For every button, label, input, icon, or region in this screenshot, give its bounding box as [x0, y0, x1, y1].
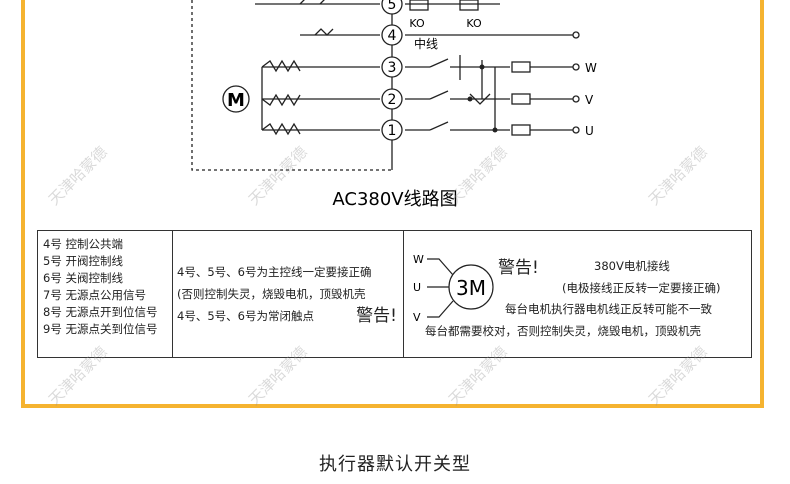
right-note-3: 每台都需要校对，否则控制失灵，烧毁电机，顶毁机壳: [425, 324, 701, 338]
right-warning: 警告!: [498, 258, 539, 278]
page-title: 执行器默认开关型: [319, 454, 471, 475]
legend-line: 9号 无源点关到位信号: [43, 322, 158, 336]
svg-text:W: W: [413, 253, 424, 266]
mid-note-1: 4号、5号、6号为主控线一定要接正确: [177, 265, 372, 279]
terminal-5-label: 5: [388, 0, 397, 13]
neutral-label: 中线: [414, 36, 438, 51]
motor-dashed-box: [191, 0, 392, 171]
phase-w-label: W: [585, 61, 597, 75]
right-note-2: 每台电机执行器电机线正反转可能不一致: [505, 302, 712, 316]
terminal-1-label: 1: [388, 123, 397, 139]
motor-wiring-notes: 3M W U V 警告! 380V电机接线 (电极接线正反转一定要接正确) 每台…: [404, 231, 751, 357]
phase-v-label: V: [585, 93, 594, 107]
terminal-4-label: 4: [388, 28, 397, 44]
legend-line: 7号 无源点公用信号: [43, 288, 146, 302]
legend-table: 4号 控制公共端 5号 开阀控制线 6号 关阀控制线 7号 无源点公用信号 8号…: [37, 230, 752, 358]
orange-frame: [21, 0, 764, 408]
legend-line: 5号 开阀控制线: [43, 254, 123, 268]
diagram-caption: AC380V线路图: [332, 189, 457, 210]
terminal-legend: 4号 控制公共端 5号 开阀控制线 6号 关阀控制线 7号 无源点公用信号 8号…: [38, 231, 173, 357]
right-title: 380V电机接线: [594, 259, 670, 273]
terminal-2-label: 2: [388, 92, 397, 108]
ko-label-1: KO: [409, 17, 425, 30]
mid-warning: 警告!: [356, 306, 397, 326]
svg-text:3M: 3M: [456, 276, 486, 300]
legend-line: 8号 无源点开到位信号: [43, 305, 158, 319]
motor-label: M: [227, 90, 245, 111]
legend-line: 4号 控制公共端: [43, 237, 123, 251]
3m-motor-diagram: 3M W U V: [413, 253, 494, 324]
svg-text:U: U: [413, 281, 421, 294]
control-notes: 4号、5号、6号为主控线一定要接正确 (否则控制失灵，烧毁电机，顶毁机壳 4号、…: [173, 231, 404, 357]
terminal-3-label: 3: [388, 60, 397, 76]
mid-note-3: 4号、5号、6号为常闭触点: [177, 309, 314, 323]
right-note-1: (电极接线正反转一定要接正确): [562, 281, 721, 295]
svg-text:V: V: [413, 311, 421, 324]
mid-note-2: (否则控制失灵，烧毁电机，顶毁机壳: [177, 287, 366, 301]
legend-line: 6号 关阀控制线: [43, 271, 123, 285]
wiring-diagram: 5 4 3 2 1 KO KO 中线 M W V U AC380V线路图: [191, 0, 597, 210]
phase-u-label: U: [585, 124, 594, 138]
ko-label-2: KO: [466, 17, 482, 30]
